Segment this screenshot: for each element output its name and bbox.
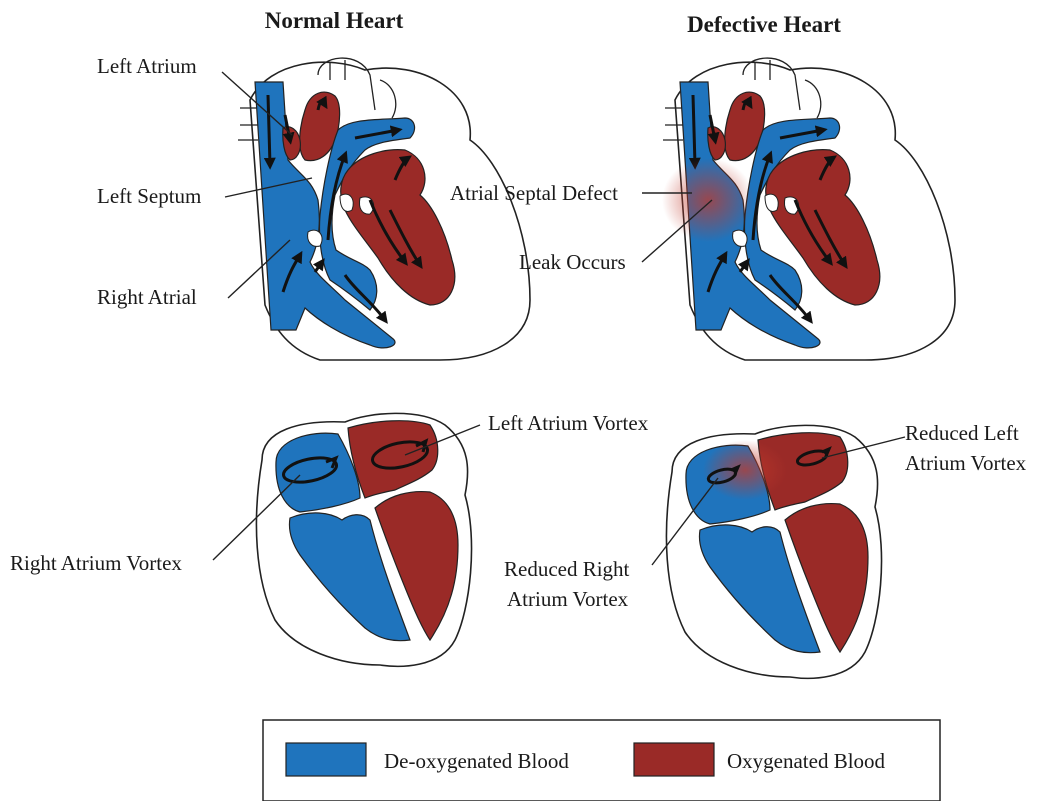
label-right-atrium-vortex: Right Atrium Vortex — [10, 551, 182, 575]
legend-swatch-oxygenated — [634, 743, 714, 776]
label-left-septum: Left Septum — [97, 184, 201, 208]
label-leak-occurs: Leak Occurs — [519, 250, 626, 274]
atrium-leak-glow — [703, 440, 787, 500]
label-atrial-septal-defect: Atrial Septal Defect — [450, 181, 618, 205]
legend-label-deoxygenated: De-oxygenated Blood — [384, 749, 569, 773]
normal-heart-cross-section — [238, 58, 530, 360]
label-left-atrium: Left Atrium — [97, 54, 197, 78]
title-normal-heart: Normal Heart — [265, 8, 404, 33]
label-reduced-right-1: Reduced Right — [504, 557, 630, 581]
legend-swatch-deoxygenated — [286, 743, 366, 776]
normal-heart-four-chamber — [256, 413, 471, 666]
label-reduced-right-2: Atrium Vortex — [507, 587, 629, 611]
septal-leak-glow — [662, 158, 754, 242]
label-reduced-left-1: Reduced Left — [905, 421, 1019, 445]
legend-label-oxygenated: Oxygenated Blood — [727, 749, 886, 773]
label-reduced-left-2: Atrium Vortex — [905, 451, 1027, 475]
title-defective-heart: Defective Heart — [687, 12, 841, 37]
legend: De-oxygenated Blood Oxygenated Blood — [263, 720, 940, 801]
label-left-atrium-vortex: Left Atrium Vortex — [488, 411, 649, 435]
label-right-atrial: Right Atrial — [97, 285, 197, 309]
